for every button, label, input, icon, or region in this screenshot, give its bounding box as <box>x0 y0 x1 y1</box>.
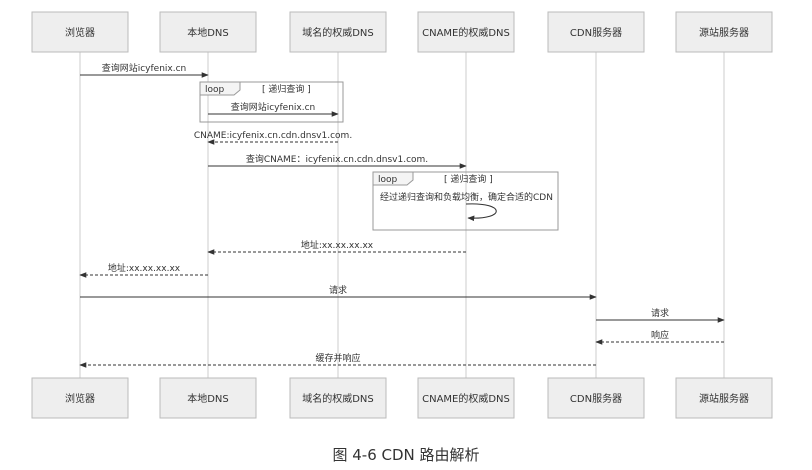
participant-cname_dns-top: CNAME的权威DNS <box>417 11 515 53</box>
message-arrow: 查询网站icyfenix.cn <box>208 101 339 117</box>
message-label: 查询CNAME：icyfenix.cn.cdn.dnsv1.com. <box>246 153 428 165</box>
participant-label: 源站服务器 <box>699 26 749 39</box>
participant-browser-bottom: 浏览器 <box>31 377 129 419</box>
participant-auth_dns-bottom: 域名的权威DNS <box>289 377 387 419</box>
participant-label: 域名的权威DNS <box>302 392 374 405</box>
message-label: CNAME:icyfenix.cn.cdn.dnsv1.com. <box>194 131 352 141</box>
loop-label: loop <box>205 85 225 95</box>
message-label: 响应 <box>651 329 669 341</box>
participant-label: CDN服务器 <box>570 392 622 405</box>
loop-label: loop <box>378 175 398 185</box>
participant-cname_dns-bottom: CNAME的权威DNS <box>417 377 515 419</box>
message-arrow: 地址:xx.xx.xx.xx <box>207 239 466 255</box>
message-arrow: 请求 <box>80 284 597 300</box>
loop-condition: [ 递归查询 ] <box>262 83 311 95</box>
message-label: 地址:xx.xx.xx.xx <box>301 239 374 251</box>
loop-fragment: loop [ 递归查询 ] <box>199 81 344 123</box>
message-label: 缓存并响应 <box>315 352 360 364</box>
message-label: 地址:xx.xx.xx.xx <box>108 262 181 274</box>
message-arrow: 查询CNAME：icyfenix.cn.cdn.dnsv1.com. <box>208 153 467 169</box>
message-label: 请求 <box>651 307 669 319</box>
participant-label: CNAME的权威DNS <box>422 26 510 39</box>
figure-caption: 图 4-6 CDN 路由解析 <box>332 446 480 464</box>
sequence-diagram: loop [ 递归查询 ] loop [ 递归查询 ] 查询网站icyfenix.cn… <box>31 11 773 419</box>
participant-label: CDN服务器 <box>570 26 622 39</box>
participant-label: 浏览器 <box>65 26 95 39</box>
message-label: 经过递归查询和负载均衡，确定合适的CDN <box>380 191 553 203</box>
participant-label: 本地DNS <box>187 26 229 39</box>
participant-cdn_server-bottom: CDN服务器 <box>547 377 645 419</box>
message-label: 查询网站icyfenix.cn <box>102 62 187 74</box>
participant-label: 浏览器 <box>65 392 95 405</box>
participant-label: 本地DNS <box>187 392 229 405</box>
message-label: 请求 <box>329 284 347 296</box>
participant-label: 源站服务器 <box>699 392 749 405</box>
message-label: 查询网站icyfenix.cn <box>231 101 316 113</box>
participant-local_dns-bottom: 本地DNS <box>159 377 257 419</box>
participant-cdn_server-top: CDN服务器 <box>547 11 645 53</box>
message-arrow: 经过递归查询和负载均衡，确定合适的CDN <box>380 191 553 222</box>
participant-local_dns-top: 本地DNS <box>159 11 257 53</box>
message-arrow: CNAME:icyfenix.cn.cdn.dnsv1.com. <box>194 131 352 145</box>
message-arrow: 请求 <box>596 307 725 323</box>
participant-origin-bottom: 源站服务器 <box>675 377 773 419</box>
participant-origin-top: 源站服务器 <box>675 11 773 53</box>
message-arrow: 缓存并响应 <box>79 352 596 368</box>
participant-auth_dns-top: 域名的权威DNS <box>289 11 387 53</box>
loop-fragment: loop [ 递归查询 ] <box>372 171 559 231</box>
message-arrow: 响应 <box>595 329 724 345</box>
loop-condition: [ 递归查询 ] <box>444 173 493 185</box>
participant-label: 域名的权威DNS <box>302 26 374 39</box>
message-arrow: 地址:xx.xx.xx.xx <box>79 262 208 278</box>
participant-browser-top: 浏览器 <box>31 11 129 53</box>
participant-label: CNAME的权威DNS <box>422 392 510 405</box>
message-arrow: 查询网站icyfenix.cn <box>80 62 209 78</box>
